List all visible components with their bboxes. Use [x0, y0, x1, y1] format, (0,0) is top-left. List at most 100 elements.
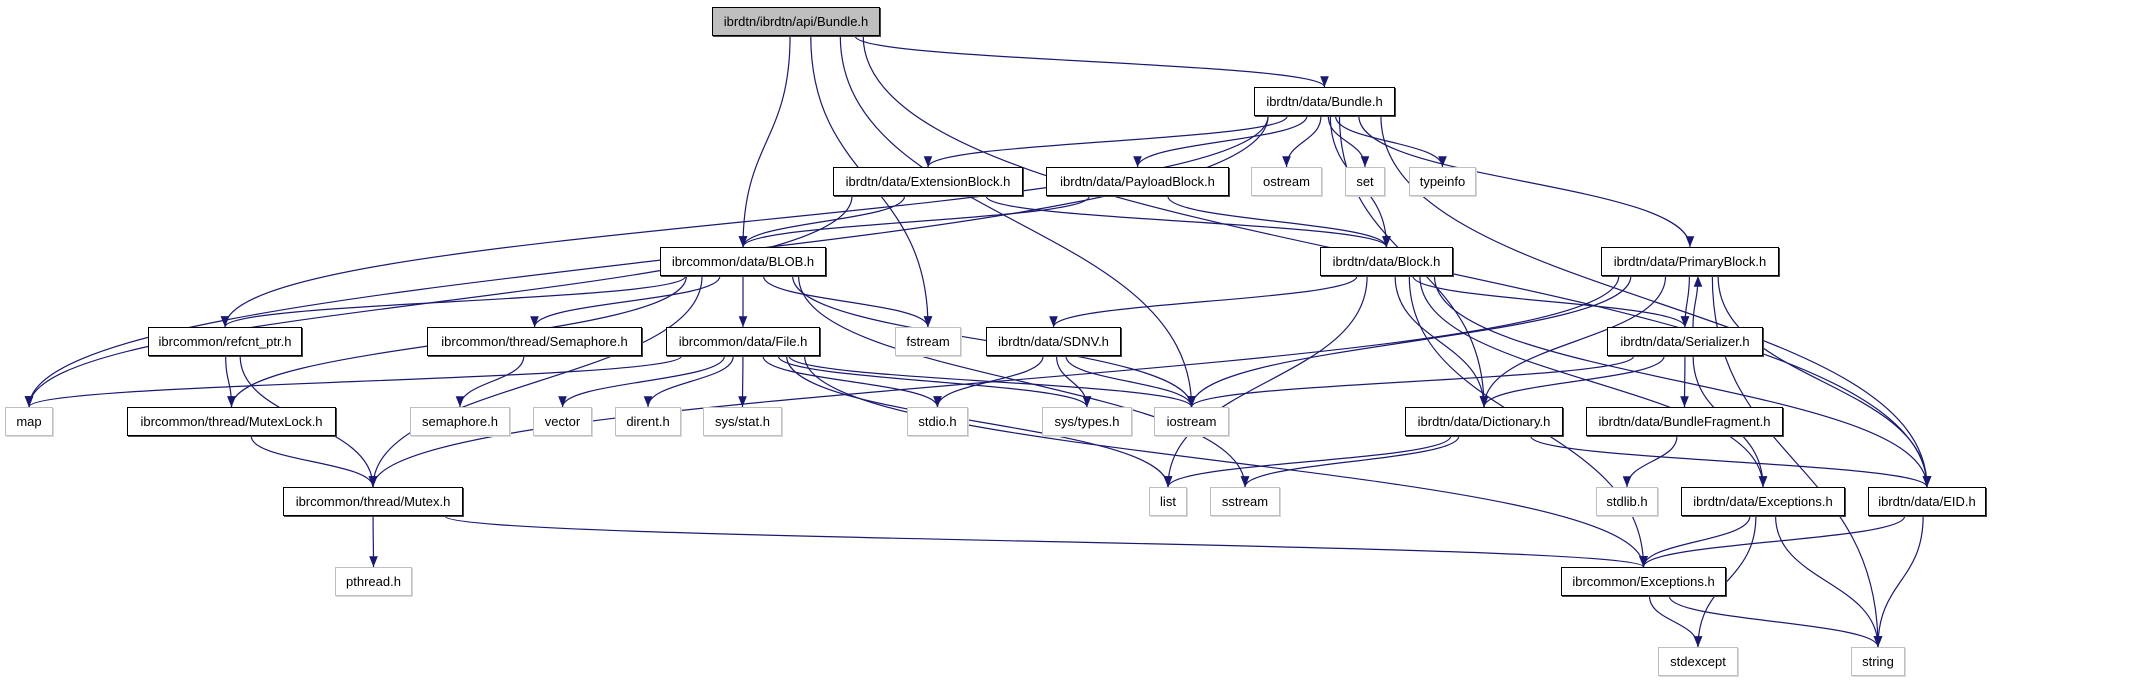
edge-extblock-to-blob: [738, 195, 906, 248]
edge-file-to-list: [786, 355, 1173, 488]
edge-data_bundle-to-set: [1327, 115, 1370, 168]
node-semaphore-h[interactable]: ibrcommon/thread/Semaphore.h: [427, 327, 642, 356]
edge-api_bundle-to-iostream: [839, 35, 1196, 408]
node-vector: vector: [533, 407, 592, 436]
node-sdnv[interactable]: ibrdtn/data/SDNV.h: [986, 327, 1121, 356]
edge-extblock-to-map: [24, 195, 853, 408]
edge-bundlefrag-to-stdlib: [1622, 435, 1678, 488]
edge-file-to-vector: [558, 355, 726, 408]
edge-primary-to-eid: [1717, 275, 1932, 488]
node-label: ibrcommon/thread/Mutex.h: [295, 494, 451, 509]
node-mutex[interactable]: ibrcommon/thread/Mutex.h: [283, 487, 463, 516]
node-blob[interactable]: ibrcommon/data/BLOB.h: [660, 247, 826, 276]
edge-dictionary-to-list: [1163, 435, 1452, 488]
node-file[interactable]: ibrcommon/data/File.h: [666, 327, 820, 356]
node-label: string: [1862, 654, 1894, 669]
node-label: ibrcommon/thread/Semaphore.h: [441, 334, 628, 349]
node-map: map: [5, 407, 53, 436]
node-label: sys/types.h: [1054, 414, 1120, 429]
node-iostream: iostream: [1154, 407, 1229, 436]
node-label: ibrdtn/data/PrimaryBlock.h: [1613, 254, 1767, 269]
node-label: fstream: [906, 334, 950, 349]
edge-data_bundle-to-extblock: [923, 115, 1288, 168]
edge-block-to-dictionary: [1394, 275, 1489, 408]
node-label: ibrdtn/data/SDNV.h: [998, 334, 1109, 349]
node-refcnt[interactable]: ibrcommon/refcnt_ptr.h: [148, 327, 302, 356]
edge-file-to-dirent: [643, 355, 734, 408]
node-label: ibrcommon/data/BLOB.h: [671, 254, 815, 269]
node-bundlefrag[interactable]: ibrdtn/data/BundleFragment.h: [1586, 407, 1783, 436]
node-pthread: pthread.h: [335, 567, 412, 596]
node-label: ibrdtn/data/PayloadBlock.h: [1060, 174, 1215, 189]
node-extblock[interactable]: ibrdtn/data/ExtensionBlock.h: [833, 167, 1023, 196]
edge-data_bundle-to-map: [24, 115, 1269, 408]
node-sstream: sstream: [1210, 487, 1280, 516]
edge-data_exc-to-common_exc: [1639, 515, 1751, 568]
edge-data_exc-to-stdexcept: [1693, 515, 1757, 648]
edge-primary-to-serializer: [1680, 275, 1691, 328]
node-label: map: [16, 414, 42, 429]
edge-blob-to-sstream: [797, 275, 1250, 488]
edge-file-to-systypes: [777, 355, 1092, 408]
node-typeinfo: typeinfo: [1409, 167, 1476, 196]
node-ostream: ostream: [1251, 167, 1322, 196]
edge-file-to-map: [24, 355, 682, 408]
node-label: dirent.h: [626, 414, 670, 429]
node-block[interactable]: ibrdtn/data/Block.h: [1320, 247, 1453, 276]
node-payload[interactable]: ibrdtn/data/PayloadBlock.h: [1046, 167, 1229, 196]
edge-blob-to-mutex: [368, 275, 703, 488]
edge-dictionary-to-sstream: [1240, 435, 1460, 488]
node-label: typeinfo: [1419, 174, 1466, 189]
node-label: ibrdtn/data/Serializer.h: [1620, 334, 1750, 349]
edge-data_bundle-to-primary: [1358, 115, 1695, 248]
node-dirent: dirent.h: [615, 407, 681, 436]
node-label: sys/stat.h: [715, 414, 770, 429]
node-label: ibrdtn/data/Block.h: [1332, 254, 1441, 269]
edge-sdnv-to-iostream: [1065, 355, 1196, 408]
node-label: ibrdtn/data/EID.h: [1878, 494, 1976, 509]
edge-serializer-to-iostream: [1187, 355, 1635, 408]
edge-refcnt-to-mutexlock: [225, 355, 236, 408]
node-label: ibrdtn/data/Dictionary.h: [1417, 414, 1551, 429]
node-eid[interactable]: ibrdtn/data/EID.h: [1868, 487, 1986, 516]
edge-mutex-to-common_exc: [444, 515, 1648, 568]
node-dictionary[interactable]: ibrdtn/data/Dictionary.h: [1405, 407, 1563, 436]
node-serializer[interactable]: ibrdtn/data/Serializer.h: [1607, 327, 1763, 356]
node-data-exc[interactable]: ibrdtn/data/Exceptions.h: [1681, 487, 1845, 516]
node-label: list: [1160, 494, 1176, 509]
node-common-exc[interactable]: ibrcommon/Exceptions.h: [1561, 567, 1726, 596]
edge-block-to-serializer: [1412, 275, 1690, 328]
node-label: pthread.h: [346, 574, 401, 589]
edge-api_bundle-to-data_bundle: [854, 35, 1329, 88]
node-data-bundle[interactable]: ibrdtn/data/Bundle.h: [1254, 87, 1395, 116]
node-stdio: stdio.h: [907, 407, 968, 436]
node-string: string: [1851, 647, 1905, 676]
node-fstream: fstream: [895, 327, 961, 356]
node-semaphore-sys: semaphore.h: [410, 407, 510, 436]
node-mutexlock[interactable]: ibrcommon/thread/MutexLock.h: [127, 407, 336, 436]
node-list: list: [1149, 487, 1187, 516]
edge-serializer-to-dictionary: [1479, 355, 1665, 408]
node-label: sstream: [1221, 494, 1269, 509]
edge-semaphore_h-to-semaphore_sys: [455, 355, 525, 408]
node-label: iostream: [1166, 414, 1217, 429]
edge-primary-to-dictionary: [1479, 275, 1667, 408]
edge-blob-to-fstream: [762, 275, 933, 328]
edge-payload-to-blob: [738, 195, 1090, 248]
node-label: ibrdtn/data/BundleFragment.h: [1598, 414, 1771, 429]
edge-block-to-eid: [1433, 275, 1932, 488]
edge-data_bundle-to-refcnt: [220, 115, 1269, 328]
edge-data_exc-to-string: [1774, 515, 1883, 648]
edge-eid-to-common_exc: [1639, 515, 1906, 568]
node-primary[interactable]: ibrdtn/data/PrimaryBlock.h: [1601, 247, 1779, 276]
node-api-bundle[interactable]: ibrdtn/ibrdtn/api/Bundle.h: [712, 7, 880, 36]
node-label: ibrcommon/refcnt_ptr.h: [158, 334, 292, 349]
edge-primary-to-iostream: [1187, 275, 1632, 408]
node-label: ibrdtn/data/ExtensionBlock.h: [845, 174, 1011, 189]
edge-mutexlock-to-mutex: [250, 435, 378, 488]
node-label: stdexcept: [1670, 654, 1726, 669]
node-label: semaphore.h: [422, 414, 498, 429]
edge-data_bundle-to-ostream: [1282, 115, 1322, 168]
edge-file-to-stdio: [762, 355, 942, 408]
